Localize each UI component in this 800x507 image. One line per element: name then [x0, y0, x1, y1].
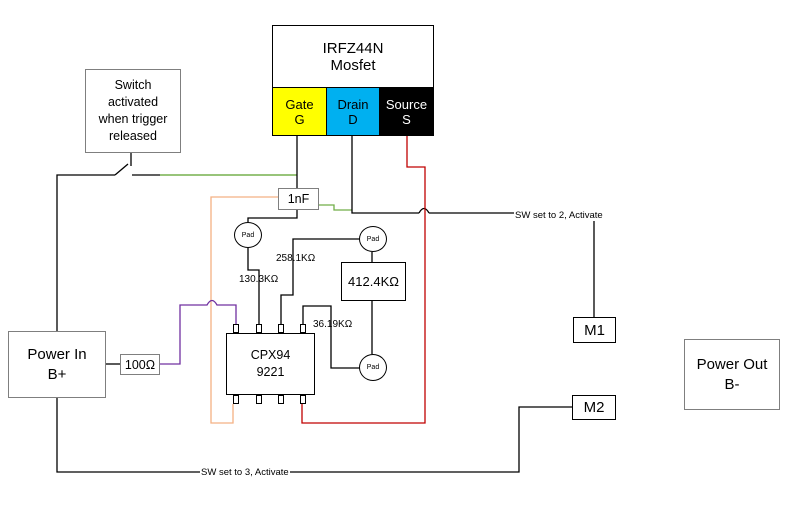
- wire-switch-to-power: [56, 174, 115, 331]
- pad-1: Pad: [234, 222, 262, 248]
- chip-pin-top-4: [300, 324, 306, 333]
- wire-sw2: [429, 212, 595, 322]
- chip-cpx94: CPX94 9221: [226, 333, 315, 395]
- chip-pin-bottom-2: [256, 395, 262, 404]
- wire-drain: [351, 136, 419, 214]
- wire-pin3-to-pad2: [280, 238, 360, 324]
- wire-hop-red: [418, 207, 430, 214]
- wire-orange: [210, 196, 278, 424]
- chip-code: 9221: [256, 365, 285, 379]
- chip-pin-bottom-4: [300, 395, 306, 404]
- drain-label: Drain: [337, 96, 369, 112]
- resistor-258k-label: 258.1KΩ: [276, 253, 316, 264]
- wire-red-source: [301, 136, 426, 424]
- motor-m2: M2: [572, 395, 616, 420]
- switch-line-4: released: [109, 129, 157, 143]
- wire-purple: [160, 299, 237, 365]
- gate-label: Gate: [285, 96, 314, 112]
- power-in-polarity: B+: [47, 365, 67, 383]
- source-label: Source: [385, 96, 428, 112]
- pad-2-label: Pad: [366, 235, 380, 243]
- chip-model: CPX94: [250, 348, 291, 362]
- wire-pad1-to-pin2: [247, 248, 260, 324]
- pad-3: Pad: [359, 354, 387, 381]
- wire-green-cap: [319, 204, 352, 211]
- mosfet-model: IRFZ44N: [322, 39, 384, 57]
- source-letter: S: [402, 111, 411, 127]
- switch-line-3: when trigger: [98, 112, 168, 126]
- resistor-100-label: 100Ω: [124, 357, 156, 372]
- pad-3-label: Pad: [366, 364, 380, 371]
- chip-pin-bottom-1: [233, 395, 239, 404]
- resistor-100-ohm: 100Ω: [120, 354, 160, 375]
- wire-label-sw3: SW set to 3, Activate: [200, 467, 290, 478]
- switch-description-box: Switch activated when trigger released: [85, 69, 181, 153]
- resistor-412k-label: 412.4KΩ: [348, 274, 399, 289]
- mosfet-gate-pin: Gate G: [272, 87, 327, 136]
- power-out-label: Power Out: [696, 355, 768, 373]
- mosfet-drain-pin: Drain D: [326, 87, 380, 136]
- resistor-412k: 412.4KΩ: [341, 262, 406, 301]
- chip-pin-bottom-3: [278, 395, 284, 404]
- pad-2: Pad: [359, 226, 387, 252]
- gate-letter: G: [294, 111, 305, 127]
- drain-letter: D: [348, 111, 358, 127]
- wire-power-to-m2: [56, 398, 572, 473]
- switch-line-2: activated: [107, 95, 159, 109]
- wire-cap-to-pad: [247, 210, 298, 222]
- resistor-36k-label: 36.19KΩ: [313, 319, 353, 330]
- mosfet-type: Mosfet: [330, 56, 376, 74]
- capacitor-label: 1nF: [287, 192, 310, 206]
- wire-pin4-to-pad3: [302, 305, 360, 369]
- motor-m2-label: M2: [583, 399, 605, 416]
- motor-m1: M1: [573, 317, 616, 343]
- switch-lever: [114, 163, 129, 176]
- power-out-polarity: B-: [724, 375, 740, 393]
- resistor-130k-label: 130.3KΩ: [239, 274, 279, 285]
- power-in-box: Power In B+: [8, 331, 106, 398]
- mosfet-title-box: IRFZ44N Mosfet: [272, 25, 434, 88]
- capacitor-1nf: 1nF: [278, 188, 319, 210]
- power-in-label: Power In: [27, 345, 87, 363]
- pad-1-label: Pad: [241, 231, 255, 239]
- chip-pin-top-3: [278, 324, 284, 333]
- mosfet-source-pin: Source S: [379, 87, 434, 136]
- switch-line-1: Switch: [114, 78, 152, 92]
- wire-label-sw2: SW set to 2, Activate: [514, 210, 604, 221]
- power-out-box: Power Out B-: [684, 339, 780, 410]
- motor-m1-label: M1: [584, 321, 605, 339]
- chip-pin-top-1: [233, 324, 239, 333]
- chip-pin-top-2: [256, 324, 262, 333]
